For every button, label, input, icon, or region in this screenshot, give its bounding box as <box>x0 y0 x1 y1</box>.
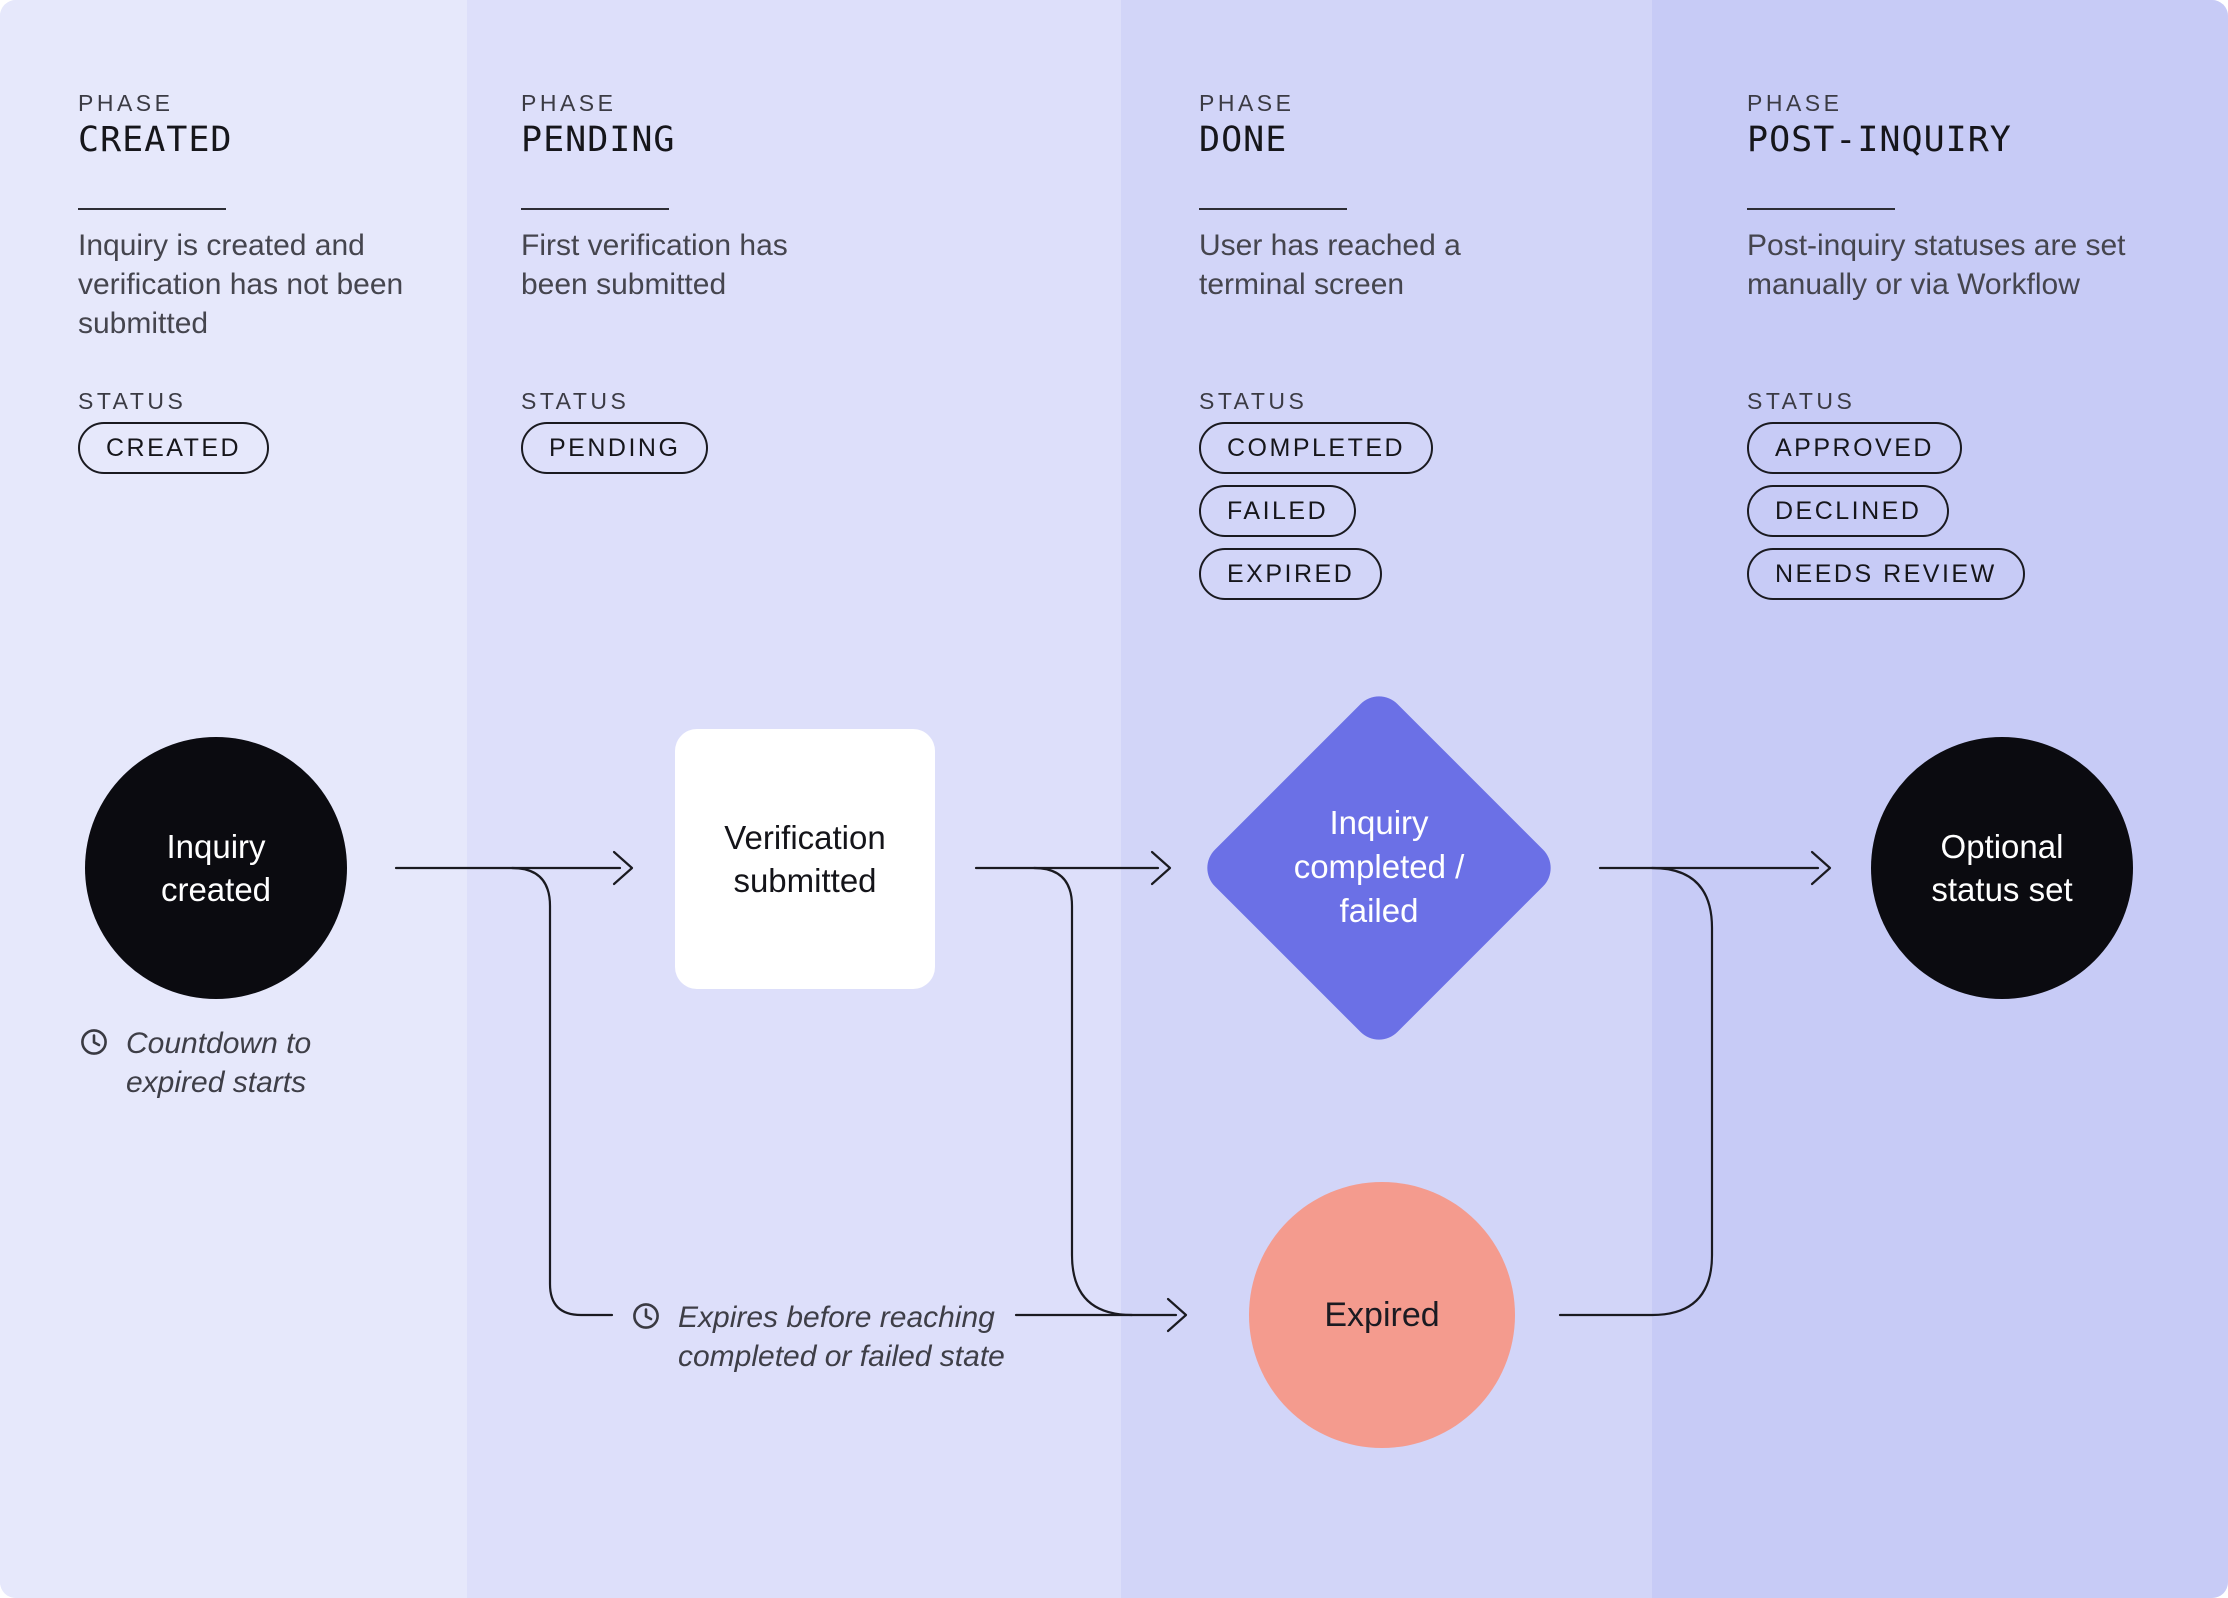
node-label: Optional status set <box>1931 828 2073 908</box>
node-label: Inquiry created <box>160 828 272 908</box>
status-pill-list: PENDING <box>521 422 709 474</box>
status-pill-failed: FAILED <box>1199 485 1357 537</box>
node-label: Inquiry completed / failed <box>1293 804 1465 929</box>
status-label: STATUS <box>78 388 187 414</box>
status-pill-declined: DECLINED <box>1747 485 1950 537</box>
clock-icon <box>81 1029 107 1055</box>
phase-description: User has reached a terminal screen <box>1199 229 1461 301</box>
phase-description: Inquiry is created and verification has … <box>78 229 404 340</box>
arrowhead-diamond-to-optional <box>1810 850 1832 886</box>
connector-branch-created-to-expired <box>510 866 614 1317</box>
divider <box>78 208 226 210</box>
status-pill-list: COMPLETED FAILED EXPIRED <box>1199 422 1434 600</box>
node-optional-status-set: Optional status set <box>1871 737 2133 999</box>
phase-label: PHASE <box>1747 90 1843 116</box>
status-pill-approved: APPROVED <box>1747 422 1962 474</box>
status-label: STATUS <box>521 388 630 414</box>
connector-branch-verification-to-expired <box>1032 866 1134 1317</box>
column-created: PHASE CREATED Inquiry is created and ver… <box>78 0 450 1598</box>
annotation-expires-before-terminal: Expires before reaching completed or fai… <box>678 1301 1005 1373</box>
node-label: Expired <box>1324 1295 1440 1334</box>
divider <box>521 208 669 210</box>
status-pill-needs-review: NEEDS REVIEW <box>1747 548 2025 600</box>
status-pill-expired: EXPIRED <box>1199 548 1383 600</box>
phase-title-pending: PENDING <box>521 120 676 160</box>
connector-expired-return-to-main <box>1558 866 1714 1317</box>
status-pill-created: CREATED <box>78 422 270 474</box>
phase-title-created: CREATED <box>78 120 233 160</box>
status-pill-list: CREATED <box>78 422 270 474</box>
status-pill-list: APPROVED DECLINED NEEDS REVIEW <box>1747 422 2025 600</box>
phase-description: First verification has been submitted <box>521 229 788 301</box>
arrowhead-verification-to-diamond <box>1150 850 1172 886</box>
column-pending: PHASE PENDING First verification has bee… <box>521 0 951 1598</box>
divider <box>1199 208 1347 210</box>
phase-title-post-inquiry: POST-INQUIRY <box>1747 120 2012 160</box>
phase-title-done: DONE <box>1199 120 1288 160</box>
clock-icon <box>633 1303 659 1329</box>
node-verification-submitted: Verification submitted <box>675 729 935 989</box>
status-label: STATUS <box>1199 388 1308 414</box>
annotation-countdown-to-expired: Countdown to expired starts <box>126 1027 312 1099</box>
phase-label: PHASE <box>1199 90 1295 116</box>
phase-label: PHASE <box>521 90 617 116</box>
arrowhead-annotation-to-expired <box>1166 1297 1188 1333</box>
status-pill-pending: PENDING <box>521 422 709 474</box>
phase-description: Post-inquiry statuses are set manually o… <box>1747 229 2126 301</box>
node-inquiry-created: Inquiry created <box>85 737 347 999</box>
arrowhead-created-to-verification <box>612 850 634 886</box>
node-expired: Expired <box>1249 1182 1515 1448</box>
column-post-inquiry: PHASE POST-INQUIRY Post-inquiry statuses… <box>1747 0 2217 1598</box>
column-done: PHASE DONE User has reached a terminal s… <box>1199 0 1599 1598</box>
node-label: Verification submitted <box>724 819 886 899</box>
divider <box>1747 208 1895 210</box>
phase-label: PHASE <box>78 90 174 116</box>
status-pill-completed: COMPLETED <box>1199 422 1434 474</box>
status-label: STATUS <box>1747 388 1856 414</box>
